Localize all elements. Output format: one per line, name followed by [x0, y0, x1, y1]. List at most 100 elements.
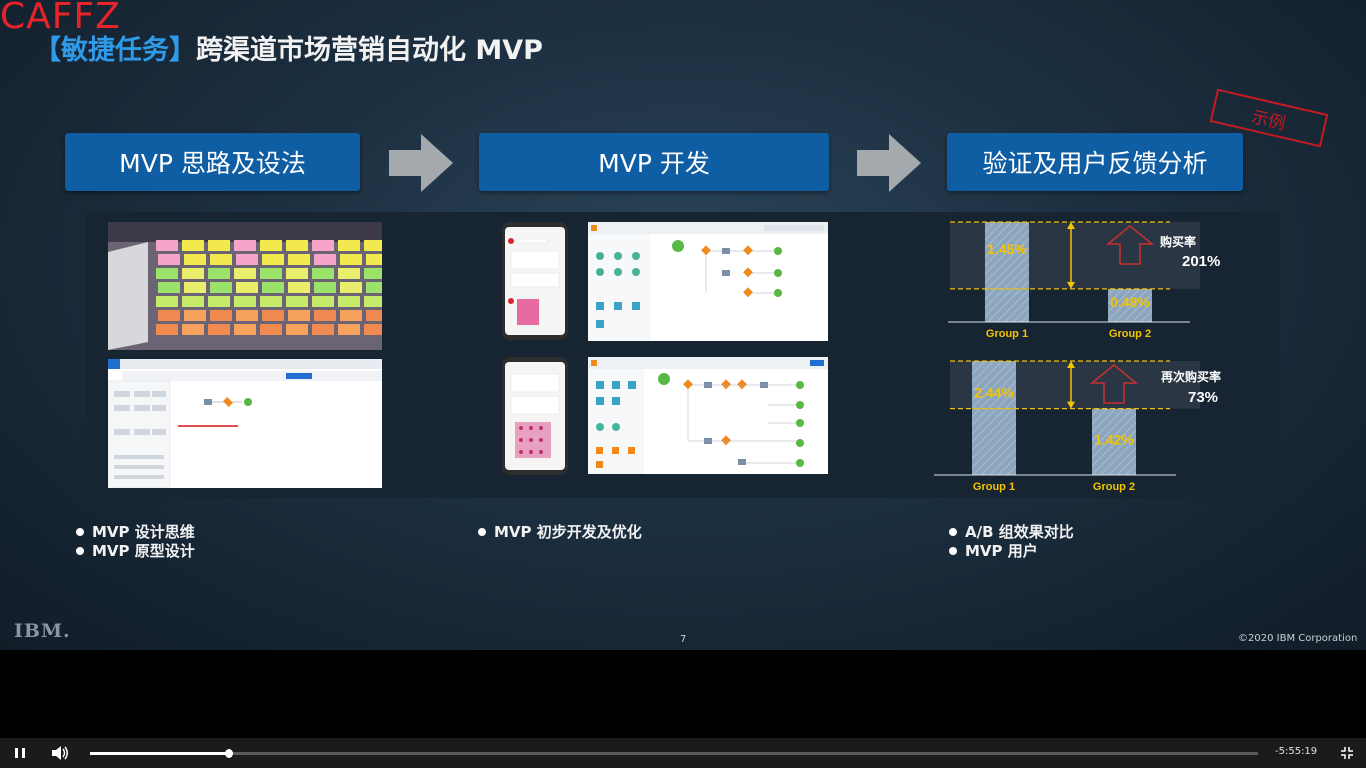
sticky-note	[158, 310, 180, 321]
sticky-note	[156, 240, 178, 251]
sticky-note	[338, 268, 360, 279]
slide-title: 【敏捷任务】跨渠道市场营销自动化 MVP	[34, 28, 543, 67]
sticky-note	[210, 282, 232, 293]
sticky-note	[286, 296, 308, 307]
sticky-note	[366, 254, 382, 265]
sticky-notes-photo	[108, 222, 382, 350]
title-tag: 【敏捷任务】	[34, 35, 196, 66]
sticky-note	[182, 240, 204, 251]
example-stamp-text: 示例	[1249, 106, 1288, 135]
sticky-note	[182, 324, 204, 335]
bullet-list-design: MVP 设计思维 MVP 原型设计	[74, 523, 195, 561]
sticky-note	[312, 268, 334, 279]
bullet-item: MVP 用户	[947, 542, 1074, 561]
sticky-note	[260, 324, 282, 335]
data-label: 1.45%	[987, 241, 1027, 257]
data-label: 1.42%	[1094, 432, 1134, 448]
bullet-item: A/B 组效果对比	[947, 523, 1074, 542]
stage-design-label: MVP 思路及设法	[119, 149, 306, 178]
watermark-text: CAFFZ	[0, 0, 121, 37]
journey-flow-screenshot	[588, 357, 828, 474]
sticky-note	[288, 254, 310, 265]
increase-arrow-icon	[1089, 364, 1139, 404]
sticky-note	[156, 324, 178, 335]
sticky-note	[236, 310, 258, 321]
arrow-head	[1067, 361, 1075, 368]
stage-design-box: MVP 思路及设法	[65, 133, 360, 191]
arrow-head	[1067, 401, 1075, 409]
arrow-right-icon	[389, 134, 453, 192]
sticky-note	[312, 324, 334, 335]
pause-icon[interactable]	[12, 745, 28, 761]
sticky-note	[208, 240, 230, 251]
progress-knob[interactable]	[224, 749, 233, 758]
stage-development-box: MVP 开发	[479, 133, 829, 191]
sticky-note	[260, 296, 282, 307]
sticky-note	[314, 254, 336, 265]
sticky-note	[364, 268, 382, 279]
sticky-note	[234, 240, 256, 251]
annotation-label: 购买率	[1160, 234, 1196, 249]
bar	[985, 222, 1029, 322]
sticky-note	[286, 240, 308, 251]
journey-flow-screenshot	[588, 222, 828, 341]
annotation-label: 再次购买率	[1161, 369, 1221, 384]
sticky-note	[340, 310, 362, 321]
stage-validation-box: 验证及用户反馈分析	[947, 133, 1243, 191]
sticky-note	[366, 310, 382, 321]
sticky-note	[262, 254, 284, 265]
sticky-note	[182, 296, 204, 307]
sticky-note	[236, 282, 258, 293]
page-number: 7	[680, 634, 687, 645]
arrow-head	[1067, 281, 1075, 289]
sticky-note	[234, 324, 256, 335]
sticky-note	[260, 240, 282, 251]
phone-chat-mockup	[502, 357, 568, 475]
arrow-right-icon	[857, 134, 921, 192]
phone-chat-mockup	[502, 222, 568, 340]
arrow-head	[1067, 222, 1075, 229]
letterbox-area	[0, 650, 1366, 738]
sticky-note	[286, 268, 308, 279]
bar	[1108, 288, 1152, 322]
sticky-note	[338, 324, 360, 335]
sticky-note	[260, 268, 282, 279]
bullet-list-validation: A/B 组效果对比 MVP 用户	[947, 523, 1074, 561]
sticky-note	[338, 240, 360, 251]
sticky-note	[366, 282, 382, 293]
bar	[1092, 408, 1136, 475]
sticky-note	[234, 296, 256, 307]
sticky-note	[156, 296, 178, 307]
sticky-note	[314, 282, 336, 293]
time-remaining: -5:55:19	[1275, 746, 1318, 757]
progress-bar[interactable]	[90, 749, 1258, 758]
sticky-note	[158, 282, 180, 293]
presentation-slide: CAFFZ 【敏捷任务】跨渠道市场营销自动化 MVP MVP 思路及设法 MVP…	[0, 0, 1366, 650]
stage-development-label: MVP 开发	[598, 149, 710, 178]
sticky-note	[338, 296, 360, 307]
sticky-note	[364, 296, 382, 307]
annotation-value: 73%	[1188, 389, 1218, 406]
progress-fill	[90, 752, 229, 755]
sticky-note	[210, 254, 232, 265]
sticky-note	[312, 296, 334, 307]
sticky-note	[234, 268, 256, 279]
sticky-note	[262, 282, 284, 293]
volume-icon[interactable]	[50, 744, 70, 762]
category-label: Group 2	[1109, 328, 1151, 340]
sticky-note	[156, 268, 178, 279]
sticky-note	[210, 310, 232, 321]
increase-arrow-icon	[1105, 225, 1155, 265]
sticky-note	[236, 254, 258, 265]
sticky-note	[208, 296, 230, 307]
ibm-logo: IBM.	[14, 620, 71, 642]
fullscreen-icon[interactable]	[1340, 746, 1354, 760]
sticky-note	[340, 282, 362, 293]
bar	[972, 361, 1016, 475]
sticky-note	[182, 268, 204, 279]
sticky-note	[208, 268, 230, 279]
sticky-note	[184, 282, 206, 293]
